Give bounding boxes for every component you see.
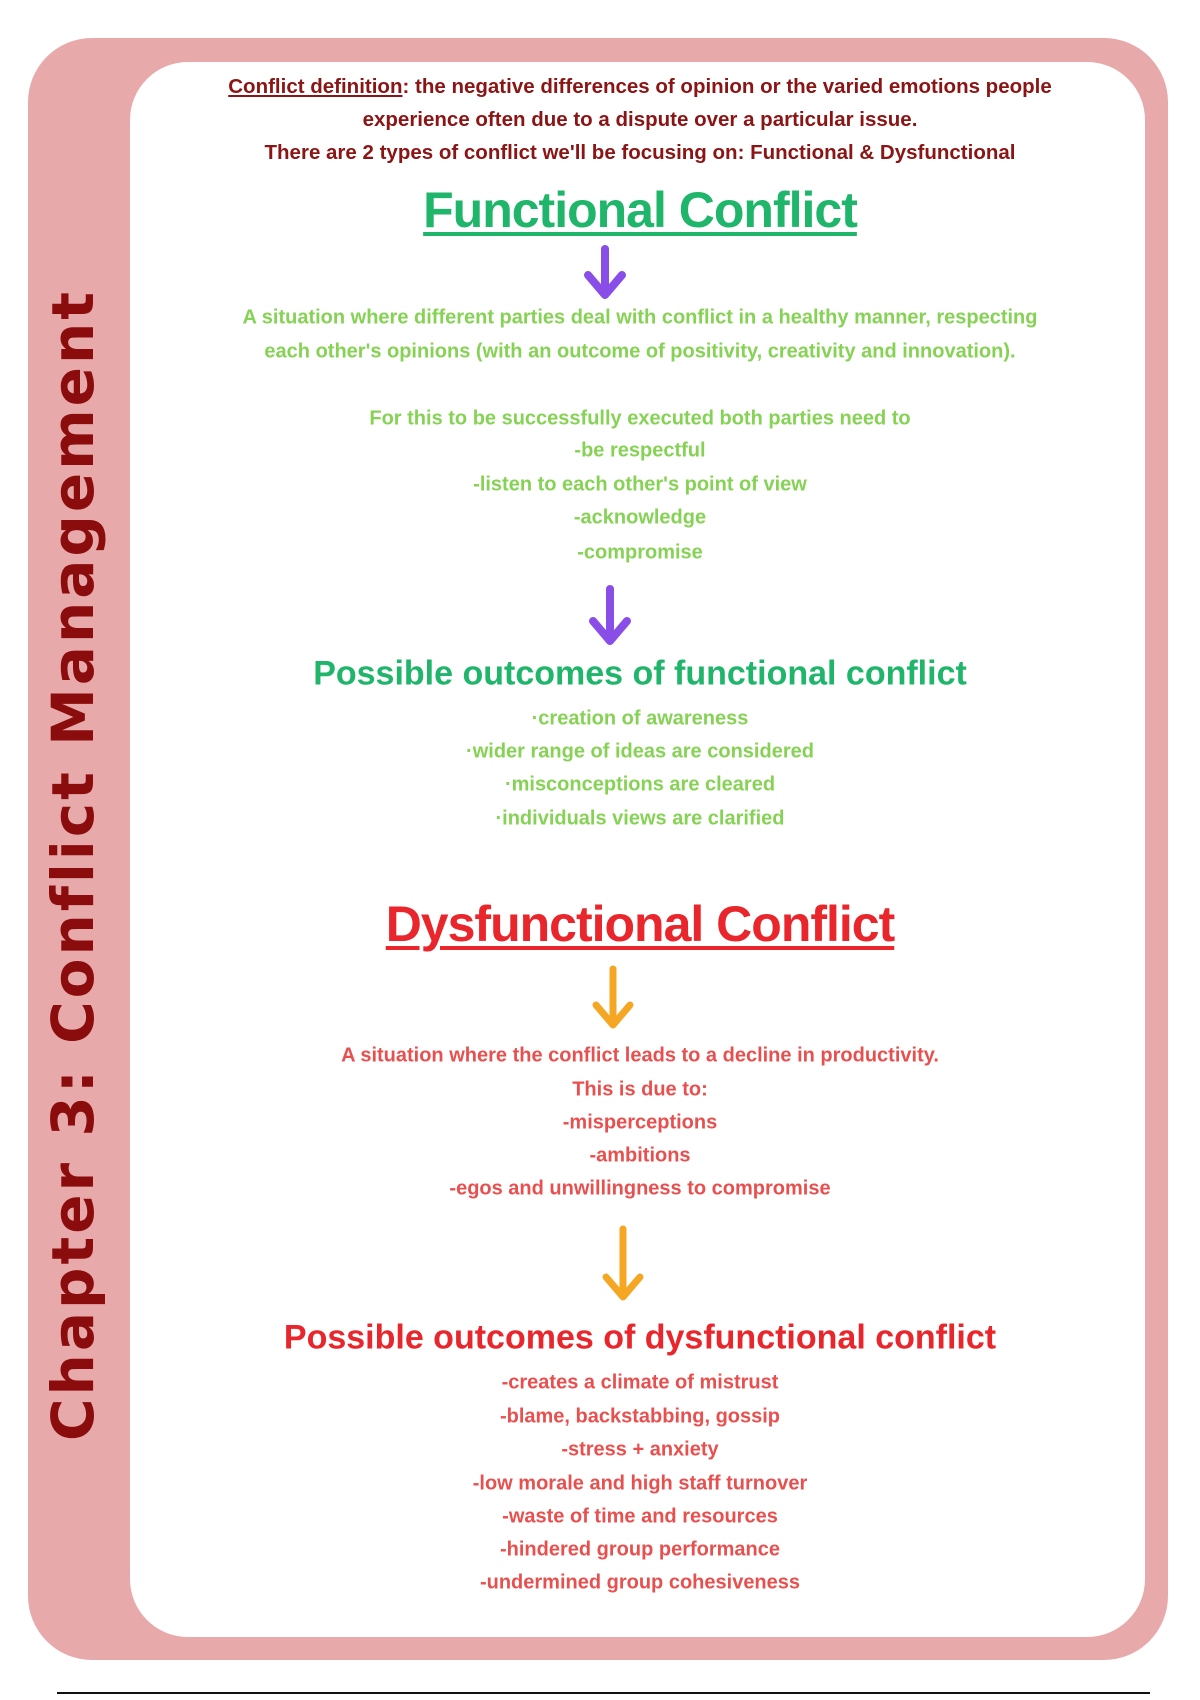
requirement-item: -acknowledge [573, 506, 707, 529]
functional-description-2: each other's opinions (with an outcome o… [264, 340, 1016, 363]
definition-line-1: Conflict definition: the negative differ… [130, 75, 1150, 99]
dysfunctional-outcome-item: -undermined group cohesiveness [479, 1571, 801, 1594]
requirement-item: -listen to each other's point of view [473, 473, 807, 496]
dysfunctional-outcome-item: -blame, backstabbing, gossip [499, 1405, 781, 1428]
cause-item: -misperceptions [562, 1111, 718, 1134]
arrow-down-icon [584, 245, 626, 299]
requirement-item: -be respectful [574, 439, 706, 462]
dysfunctional-outcome-item: -low morale and high staff turnover [472, 1472, 808, 1495]
arrow-down-icon [589, 585, 631, 645]
arrow-down-icon [592, 965, 634, 1029]
functional-outcome-item: ·misconceptions are cleared [504, 773, 776, 796]
functional-outcome-item: ·individuals views are clarified [495, 807, 785, 830]
requirement-item: -compromise [577, 541, 703, 564]
definition-text: : the negative differences of opinion or… [402, 75, 1052, 98]
bottom-divider [57, 1692, 1150, 1694]
arrow-down-icon [602, 1225, 644, 1301]
functional-title: Functional Conflict [423, 182, 858, 238]
dysfunctional-description: A situation where the conflict leads to … [341, 1044, 939, 1067]
cause-item: -ambitions [589, 1144, 691, 1167]
causes-intro: This is due to: [572, 1078, 708, 1101]
definition-line-3: There are 2 types of conflict we'll be f… [264, 141, 1016, 164]
dysfunctional-outcome-item: -stress + anxiety [561, 1438, 719, 1461]
definition-label: Conflict definition [228, 75, 403, 98]
content-panel [130, 62, 1145, 1637]
chapter-title: Chapter 3: Conflict Management [39, 288, 107, 1442]
dysfunctional-outcomes-title: Possible outcomes of dysfunctional confl… [283, 1318, 997, 1357]
functional-outcome-item: ·wider range of ideas are considered [466, 740, 814, 763]
dysfunctional-outcome-item: -creates a climate of mistrust [501, 1371, 779, 1394]
definition-line-2: experience often due to a dispute over a… [362, 108, 918, 131]
cause-item: -egos and unwillingness to compromise [449, 1177, 831, 1200]
dysfunctional-outcome-item: -waste of time and resources [502, 1505, 778, 1528]
requirements-intro: For this to be successfully executed bot… [369, 407, 911, 430]
dysfunctional-title: Dysfunctional Conflict [385, 896, 896, 952]
functional-description-1: A situation where different parties deal… [242, 306, 1038, 329]
functional-outcome-item: ·creation of awareness [531, 707, 749, 730]
dysfunctional-outcome-item: -hindered group performance [499, 1538, 781, 1561]
functional-outcomes-title: Possible outcomes of functional conflict [313, 654, 967, 693]
